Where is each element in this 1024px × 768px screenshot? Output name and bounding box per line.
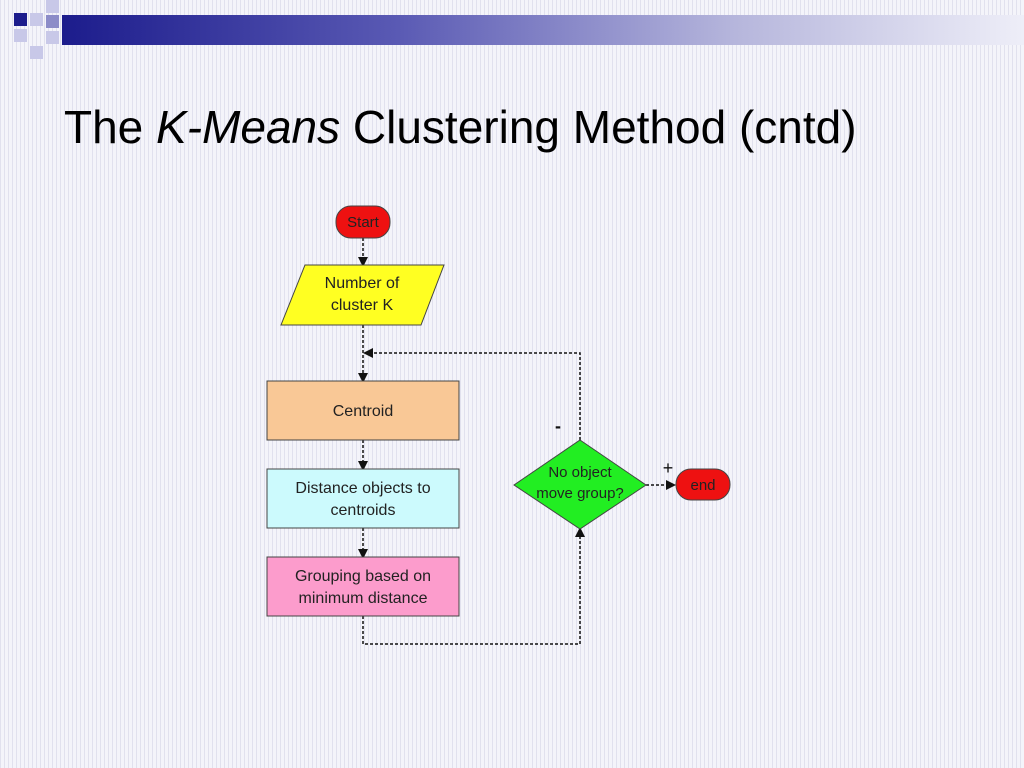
arrow-grouping-to-decision [362,527,585,645]
branch-label-minus: - [555,416,561,436]
title-suffix: Clustering Method (cntd) [340,101,857,153]
distance-label-line2: centroids [331,502,396,519]
input-label-line1: Number of [325,275,400,292]
end-node: end [675,468,731,501]
grouping-label-line1: Grouping based on [295,568,431,585]
start-node: Start [335,205,391,239]
corner-square-light [46,0,59,13]
header-gradient-bar [62,15,1024,45]
corner-square-medium [46,15,59,28]
arrow-decision-to-centroid-loop [363,348,581,440]
distance-node: Distance objects to centroids [266,468,460,529]
distance-label-line1: Distance objects to [295,480,430,497]
title-emphasis: K-Means [156,101,341,153]
input-label-line2: cluster K [331,297,394,314]
decision-label-line1: No object [548,464,612,481]
corner-square-dark [14,13,27,26]
slide-title: The K-Means Clustering Method (cntd) [64,100,857,154]
grouping-node: Grouping based on minimum distance [266,556,460,617]
flow-connectors [358,238,676,645]
centroid-node: Centroid [266,380,460,441]
title-prefix: The [64,101,157,153]
corner-square-light [46,31,59,44]
input-node: Number of cluster K [280,264,445,326]
grouping-label-line2: minimum distance [299,590,428,607]
decision-label-line2: move group? [536,485,624,502]
end-label: end [690,477,715,494]
corner-square-light [30,13,43,26]
start-label: Start [347,214,380,231]
corner-square-light [30,46,43,59]
branch-label-plus: + [663,458,674,478]
centroid-label: Centroid [333,403,393,420]
decision-node: No object move group? [513,439,647,530]
corner-square-light [14,29,27,42]
